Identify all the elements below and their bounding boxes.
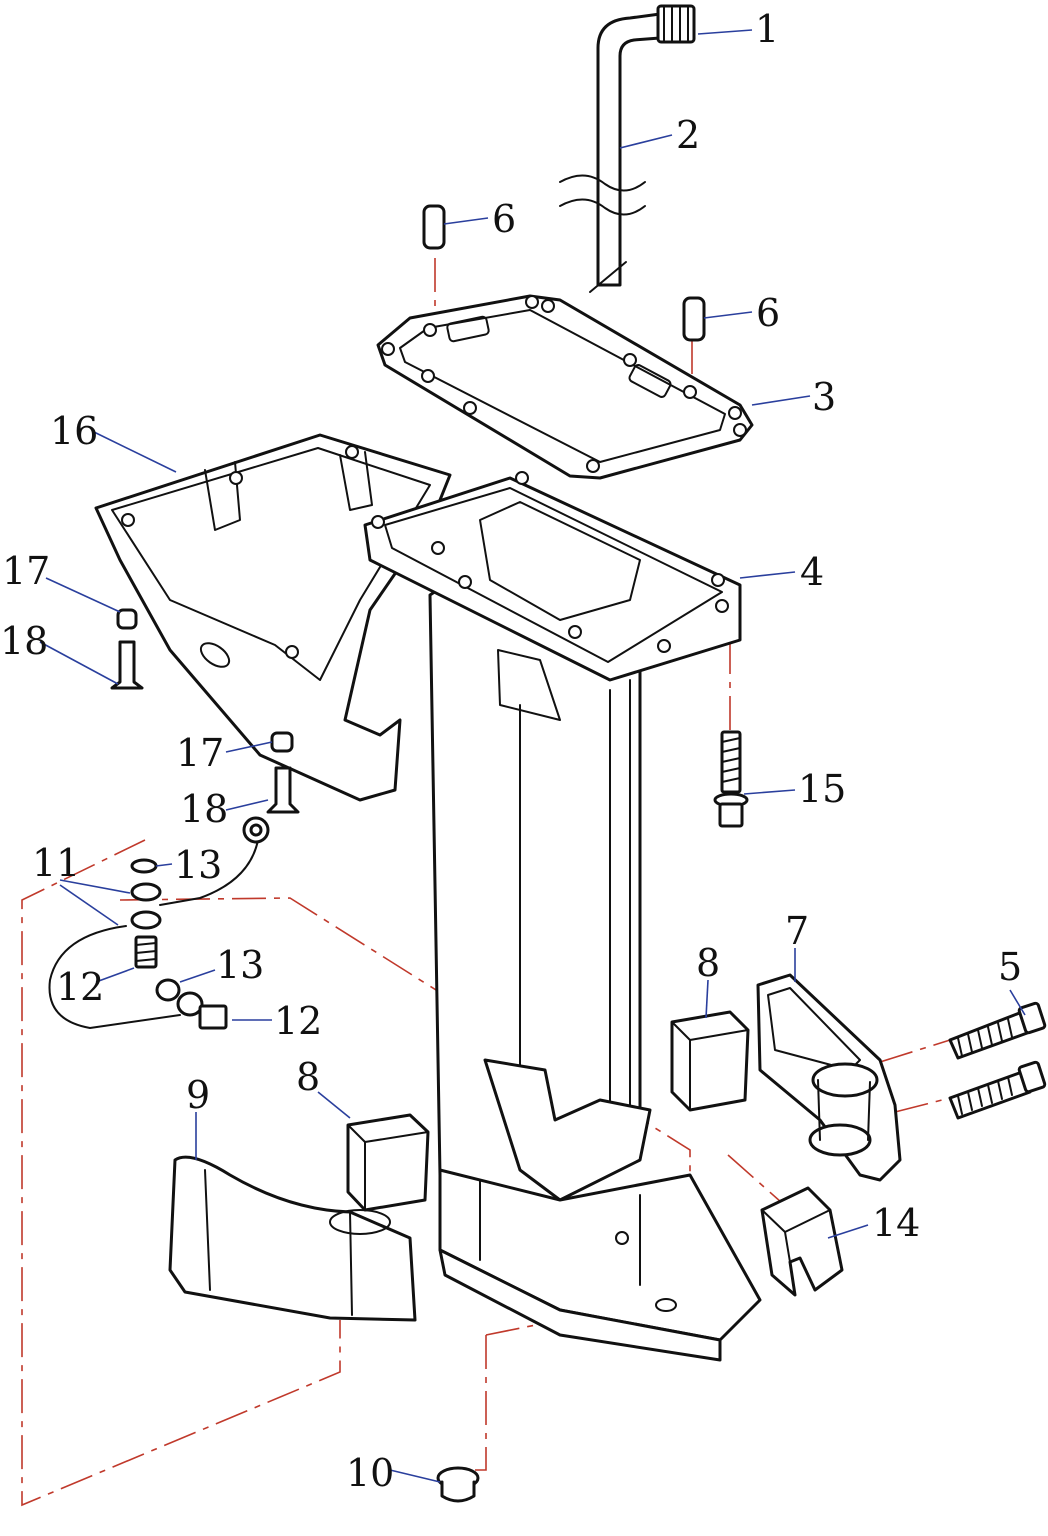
- grommets-and-screws: [110, 608, 300, 814]
- gasket: [376, 294, 754, 480]
- callout-17a: 17: [2, 549, 50, 593]
- callout-7: 7: [785, 909, 809, 953]
- callout-3: 3: [812, 375, 836, 419]
- callout-12b: 12: [274, 999, 322, 1043]
- mount-bracket: [756, 973, 902, 1182]
- lower-cowl: [94, 433, 452, 802]
- hose-assembly: [559, 4, 696, 293]
- callout-10: 10: [346, 1451, 394, 1495]
- callout-14: 14: [872, 1201, 920, 1245]
- callout-8a: 8: [696, 941, 720, 985]
- callout-18a: 18: [0, 619, 48, 663]
- callout-11: 11: [32, 841, 80, 885]
- callout-9: 9: [186, 1073, 210, 1117]
- callout-6b: 6: [756, 291, 780, 335]
- driveshaft-housing: [363, 471, 762, 1362]
- callout-13a: 13: [174, 843, 222, 887]
- housing-bolt: [713, 730, 749, 828]
- dowel-pins: [422, 204, 706, 342]
- retaining-clip: [760, 1186, 844, 1297]
- callout-5: 5: [998, 945, 1022, 989]
- ground-wire-assembly: [48, 816, 270, 1030]
- callout-16: 16: [50, 409, 98, 453]
- drain-plug: [436, 1466, 480, 1503]
- callout-6a: 6: [492, 197, 516, 241]
- callout-labels: 1 2 3 4 5 6 6 7 8 8 9 10 11 12 12 13 13 …: [0, 7, 1022, 1495]
- callout-15: 15: [798, 767, 846, 811]
- callout-2: 2: [676, 113, 700, 157]
- callout-8b: 8: [296, 1055, 320, 1099]
- callout-18b: 18: [180, 787, 228, 831]
- callout-17b: 17: [176, 731, 224, 775]
- rubber-mounts: [346, 1010, 750, 1212]
- callout-1: 1: [755, 7, 779, 51]
- callout-12a: 12: [56, 965, 104, 1009]
- callout-13b: 13: [216, 943, 264, 987]
- leader-lines: [39, 29, 1026, 1483]
- callout-4: 4: [800, 550, 824, 594]
- mount-bolts: [948, 1001, 1047, 1120]
